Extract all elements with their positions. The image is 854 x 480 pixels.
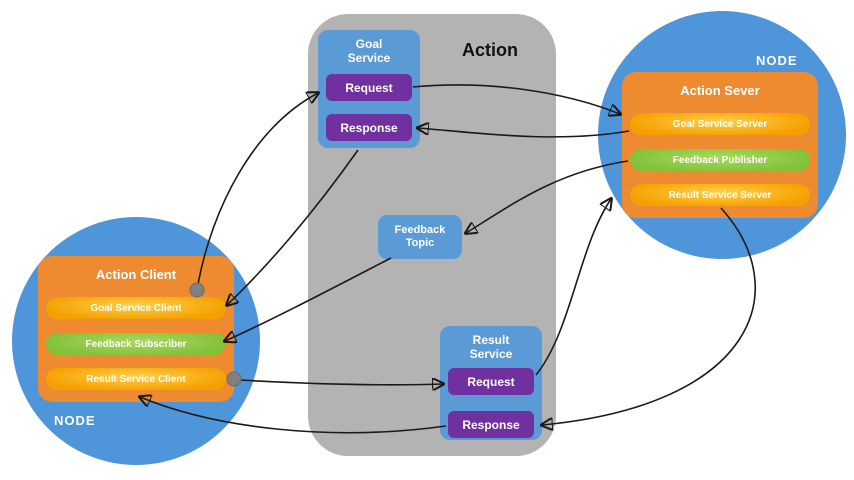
- server-node-label: NODE: [756, 53, 798, 68]
- feedback-topic-title: Feedback Topic: [394, 223, 446, 249]
- goal-service-box: Goal Service Request Response: [318, 30, 420, 148]
- goal-response-box: Response: [326, 114, 412, 141]
- server-node-circle: NODE Action Sever Goal Service Server Fe…: [598, 11, 846, 259]
- client-node-circle: NODE Action Client Goal Service Client F…: [12, 217, 260, 465]
- result-response-box: Response: [448, 411, 534, 438]
- result-service-box: Result Service Request Response: [440, 326, 542, 440]
- action-client-box: Action Client Goal Service Client Feedba…: [38, 256, 234, 402]
- action-panel-title: Action: [462, 40, 518, 60]
- goal-request-box: Request: [326, 74, 412, 101]
- goal-service-title: Goal Service: [347, 37, 391, 66]
- feedback-subscriber-pill: Feedback Subscriber: [46, 333, 226, 355]
- goal-service-server-pill: Goal Service Server: [630, 113, 810, 135]
- result-request-box: Request: [448, 368, 534, 395]
- client-node-label: NODE: [54, 413, 96, 428]
- feedback-publisher-pill: Feedback Publisher: [630, 149, 810, 171]
- result-service-server-pill: Result Service Server: [630, 184, 810, 206]
- feedback-topic-box: Feedback Topic: [378, 215, 462, 259]
- action-server-title: Action Sever: [680, 83, 760, 98]
- goal-service-client-pill: Goal Service Client: [46, 297, 226, 319]
- result-service-title: Result Service: [469, 333, 513, 362]
- action-client-title: Action Client: [95, 267, 177, 282]
- action-server-box: Action Sever Goal Service Server Feedbac…: [622, 72, 818, 218]
- result-service-client-pill: Result Service Client: [46, 368, 226, 390]
